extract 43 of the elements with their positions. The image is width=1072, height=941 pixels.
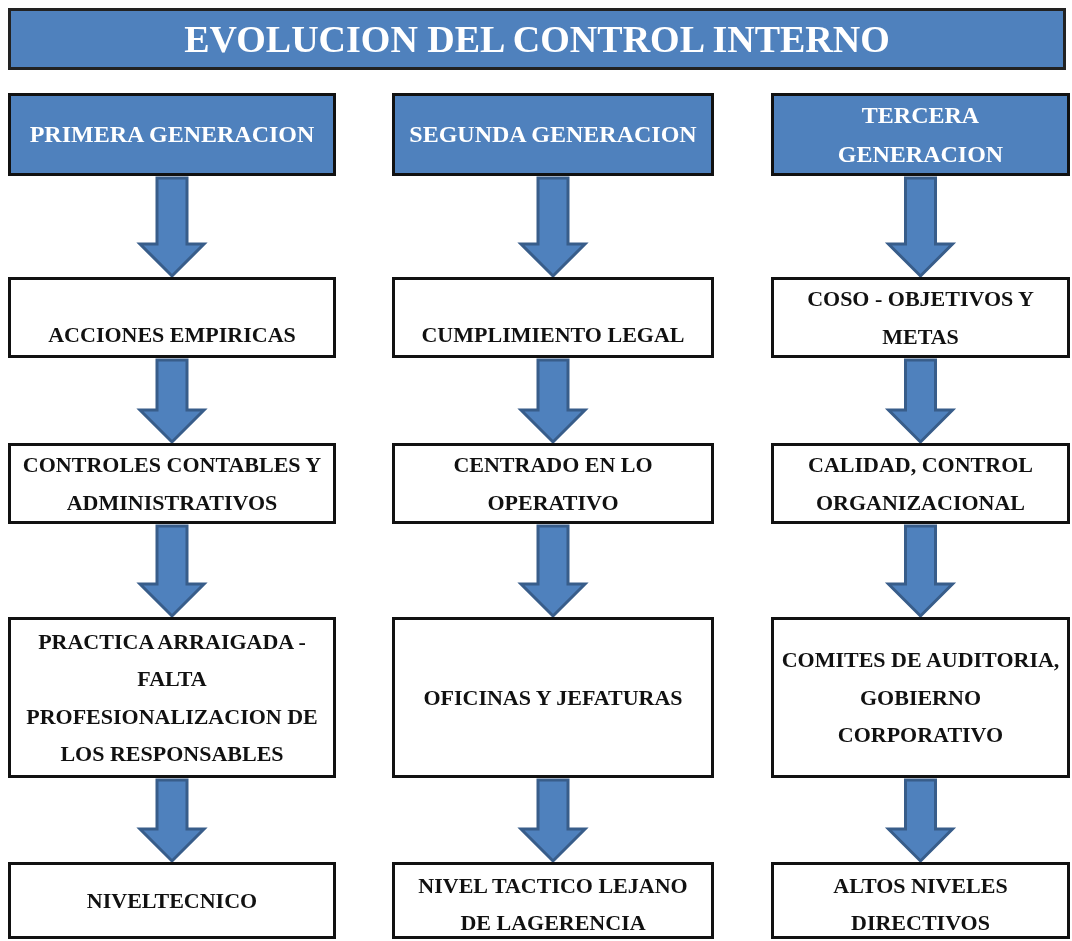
block-arrow bbox=[884, 524, 957, 619]
box-text: CONTROLES CONTABLES Y ADMINISTRATIVOS bbox=[21, 451, 323, 517]
block-arrow bbox=[517, 176, 589, 279]
box-text: ALTOS NIVELES DIRECTIVOS bbox=[832, 872, 1009, 938]
box-text: PRACTICA ARRAIGADA - FALTA PROFESIONALIZACION DE LOS RESPONSABLES bbox=[25, 627, 319, 768]
process-box bbox=[8, 277, 336, 358]
block-arrow bbox=[517, 524, 589, 619]
process-box bbox=[8, 443, 336, 524]
header-text: SEGUNDA GENERACION bbox=[409, 120, 697, 150]
process-box bbox=[771, 443, 1070, 524]
process-box bbox=[8, 617, 336, 778]
box-text: ACCIONES EMPIRICAS bbox=[48, 320, 296, 349]
header-text: PRIMERA GENERACION bbox=[29, 120, 315, 150]
generation-header-box bbox=[771, 93, 1070, 176]
block-arrow bbox=[136, 176, 208, 279]
block-arrow bbox=[884, 358, 957, 445]
block-arrow bbox=[517, 778, 589, 864]
box-text: CALIDAD, CONTROL ORGANIZACIONAL bbox=[807, 451, 1034, 517]
title-banner: EVOLUCION DEL CONTROL INTERNO bbox=[8, 8, 1066, 70]
box-text: COSO - OBJETIVOS Y METAS bbox=[806, 285, 1035, 351]
block-arrow bbox=[517, 358, 589, 445]
generation-header-box bbox=[8, 93, 336, 176]
block-arrow bbox=[884, 176, 957, 279]
box-text: OFICINAS Y JEFATURAS bbox=[423, 683, 683, 712]
process-box bbox=[771, 617, 1070, 778]
box-text: COMITES DE AUDITORIA, GOBIERNO CORPORATIVO bbox=[780, 646, 1061, 750]
process-box bbox=[8, 862, 336, 939]
process-box bbox=[771, 862, 1070, 939]
box-text: CENTRADO EN LO OPERATIVO bbox=[452, 451, 654, 517]
process-box bbox=[392, 617, 714, 778]
block-arrow bbox=[136, 358, 208, 445]
box-text: NIVEL TACTICO LEJANO DE LAGERENCIA bbox=[417, 872, 689, 938]
box-text: CUMPLIMIENTO LEGAL bbox=[421, 320, 685, 349]
process-box bbox=[392, 277, 714, 358]
block-arrow bbox=[884, 778, 957, 864]
block-arrow bbox=[136, 524, 208, 619]
generation-header-box bbox=[392, 93, 714, 176]
process-box bbox=[392, 862, 714, 939]
header-text: TERCERA GENERACION bbox=[836, 101, 1005, 169]
box-text: NIVELTECNICO bbox=[86, 886, 258, 915]
process-box bbox=[392, 443, 714, 524]
block-arrow bbox=[136, 778, 208, 864]
process-box bbox=[771, 277, 1070, 358]
